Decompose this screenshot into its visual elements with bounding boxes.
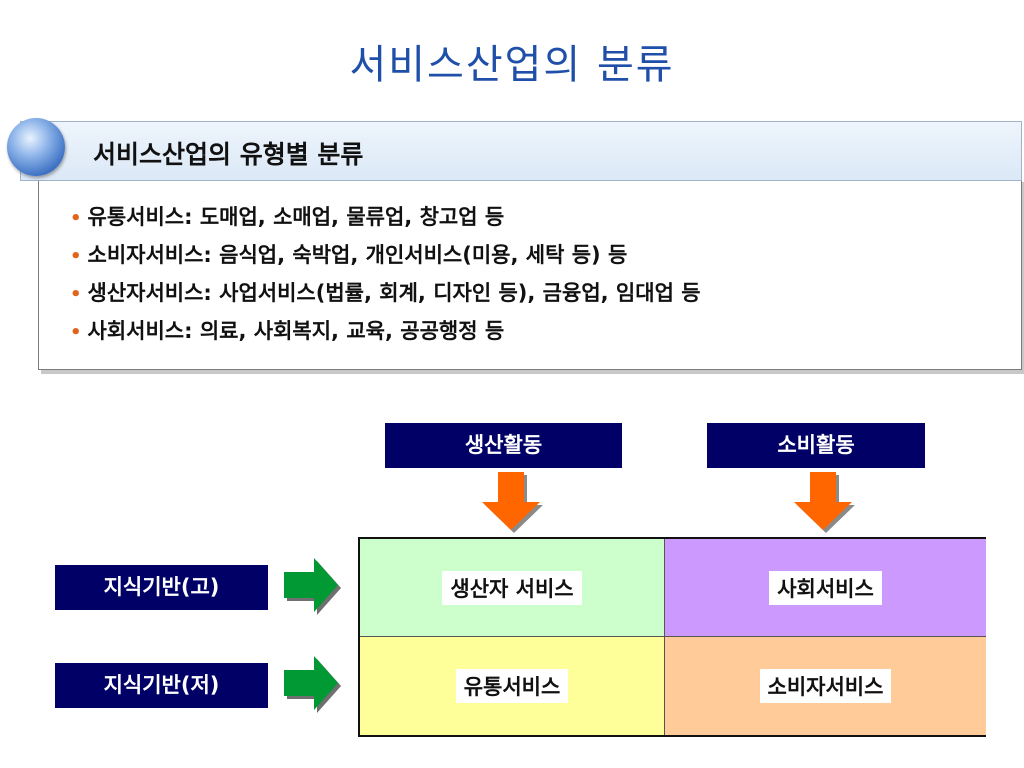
list-item: •생산자서비스: 사업서비스(법률, 회계, 디자인 등), 금융업, 임대업 … [70, 274, 701, 312]
bullet-text: 유통서비스: 도매업, 소매업, 물류업, 창고업 등 [87, 205, 505, 229]
info-header-title: 서비스산업의 유형별 분류 [93, 140, 364, 169]
cell-social-services: 사회서비스 [665, 539, 986, 637]
cell-label: 사회서비스 [769, 570, 882, 605]
bullet-list: •유통서비스: 도매업, 소매업, 물류업, 창고업 등 •소비자서비스: 음식… [70, 198, 701, 350]
info-header [20, 121, 1022, 181]
page-title: 서비스산업의 분류 [349, 42, 675, 88]
bullet-text: 소비자서비스: 음식업, 숙박업, 개인서비스(미용, 세탁 등) 등 [87, 243, 628, 267]
cell-label: 소비자서비스 [759, 669, 892, 703]
arrow-right-icon [284, 656, 341, 713]
list-item: •사회서비스: 의료, 사회복지, 교육, 공공행정 등 [70, 312, 701, 350]
cell-label: 유통서비스 [455, 669, 569, 703]
cell-consumer-services: 소비자서비스 [665, 637, 986, 735]
bullet-icon: • [70, 284, 82, 305]
bullet-text: 생산자서비스: 사업서비스(법률, 회계, 디자인 등), 금융업, 임대업 등 [87, 281, 701, 305]
label-knowledge-low: 지식기반(저) [55, 663, 268, 708]
arrow-right-icon [284, 558, 341, 615]
label-consumption-activity: 소비활동 [707, 423, 925, 468]
cell-producer-services: 생산자 서비스 [360, 539, 665, 637]
cell-distribution-services: 유통서비스 [360, 637, 665, 735]
label-production-activity: 생산활동 [385, 423, 622, 468]
bullet-icon: • [70, 322, 82, 343]
arrow-down-icon [482, 472, 543, 533]
label-knowledge-high: 지식기반(고) [55, 565, 268, 610]
arrow-down-icon [794, 472, 855, 533]
cell-label: 생산자 서비스 [442, 570, 582, 605]
list-item: •유통서비스: 도매업, 소매업, 물류업, 창고업 등 [70, 198, 701, 236]
bullet-text: 사회서비스: 의료, 사회복지, 교육, 공공행정 등 [87, 319, 505, 343]
info-box [38, 178, 1022, 370]
bullet-icon: • [70, 246, 82, 267]
orb-icon [7, 118, 65, 176]
bullet-icon: • [70, 208, 82, 229]
service-matrix: 생산자 서비스 사회서비스 유통서비스 소비자서비스 [358, 537, 986, 737]
list-item: •소비자서비스: 음식업, 숙박업, 개인서비스(미용, 세탁 등) 등 [70, 236, 701, 274]
